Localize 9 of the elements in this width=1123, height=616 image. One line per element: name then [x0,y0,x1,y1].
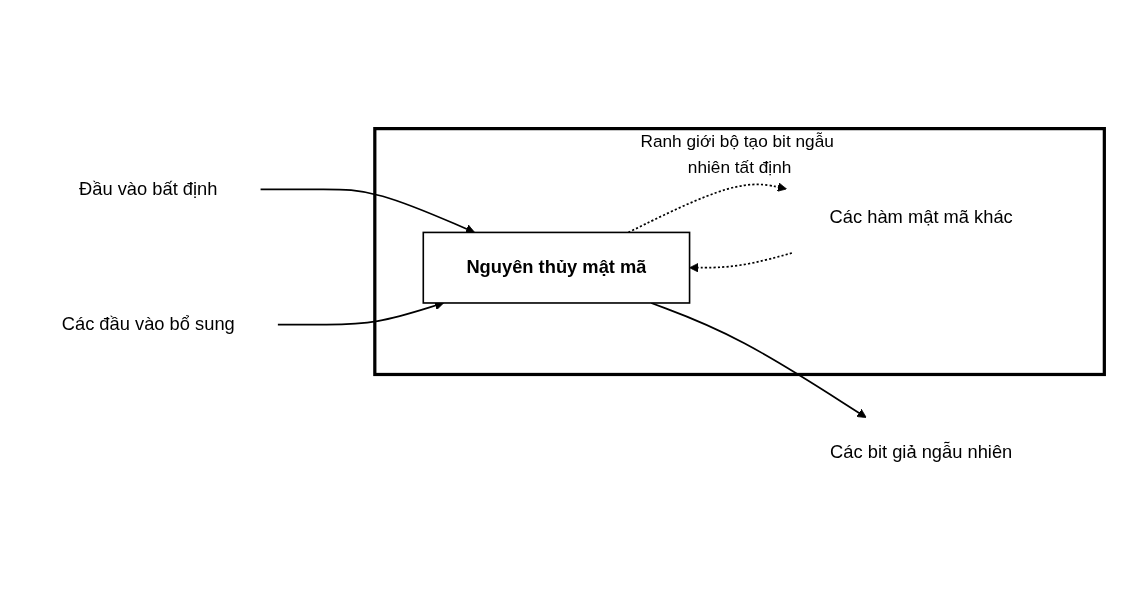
node-text: Các đầu vào bổ sung [61,313,235,335]
node-text: Các bit giả ngẫu nhiên [830,441,1013,463]
arrow [259,188,476,234]
node-text: Đầu vào bất định [79,178,218,199]
node-box: Nguyên thủy mật mã [422,231,691,304]
node-text: Các hàm mật mã khác [829,206,1013,228]
arrow [689,251,793,273]
arrow [650,301,867,418]
arrow [627,182,787,233]
